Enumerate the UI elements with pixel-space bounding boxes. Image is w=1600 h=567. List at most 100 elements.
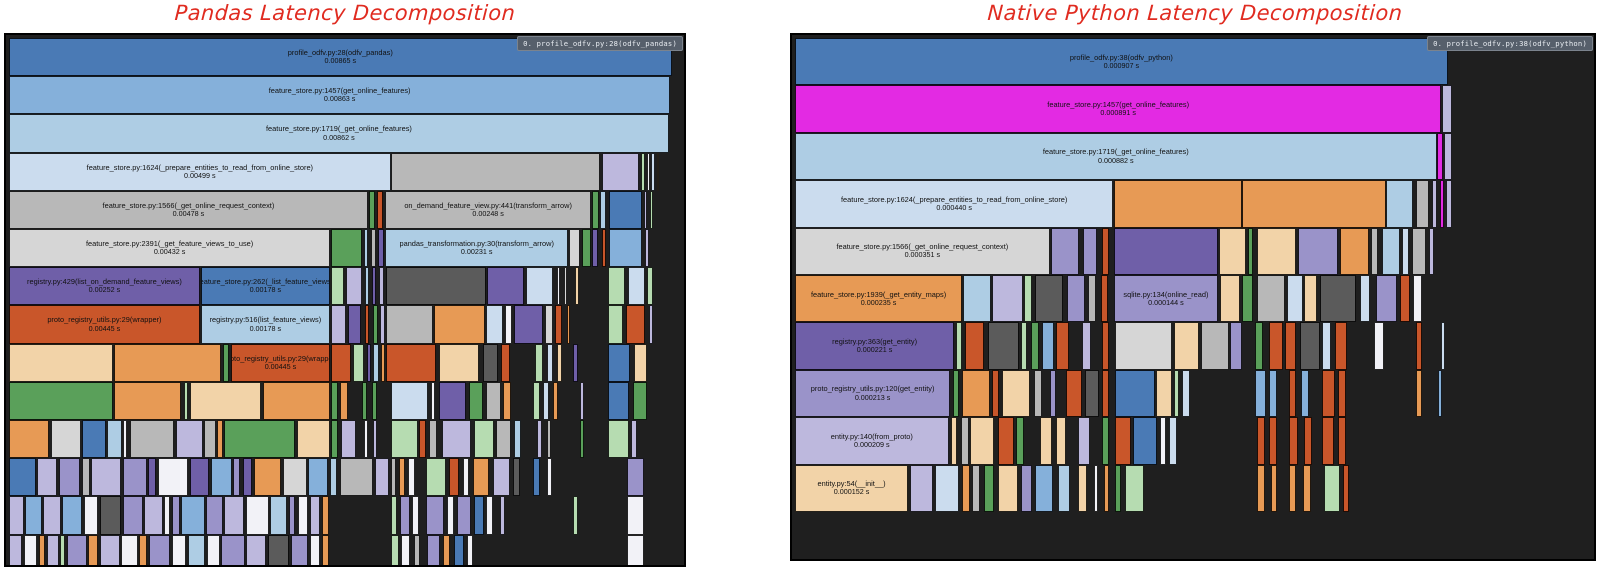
flamegraph-frame[interactable] bbox=[123, 458, 147, 497]
flamegraph-frame[interactable] bbox=[439, 343, 480, 382]
flamegraph-frame[interactable] bbox=[371, 381, 378, 420]
flamegraph-frame[interactable] bbox=[962, 275, 991, 323]
flamegraph-frame[interactable] bbox=[487, 267, 524, 306]
flamegraph-frame[interactable] bbox=[644, 190, 648, 229]
flamegraph-frame[interactable] bbox=[107, 420, 122, 459]
flamegraph-frame[interactable] bbox=[1049, 369, 1057, 418]
flamegraph-frame[interactable] bbox=[992, 275, 1023, 323]
flamegraph-frame[interactable] bbox=[601, 152, 640, 191]
flamegraph-frame[interactable] bbox=[1268, 322, 1283, 370]
flamegraph-panel-pandas[interactable]: profile_odfv.py:28(odfv_pandas)0.00865 s… bbox=[4, 33, 686, 567]
flamegraph-frame[interactable] bbox=[1050, 227, 1080, 275]
flamegraph-frame[interactable] bbox=[1093, 464, 1099, 512]
flamegraph-frame[interactable] bbox=[500, 343, 511, 382]
flamegraph-frame[interactable] bbox=[504, 305, 512, 344]
flamegraph-frame[interactable] bbox=[1360, 275, 1370, 323]
flamegraph-frame[interactable] bbox=[113, 381, 182, 420]
flamegraph-frame[interactable] bbox=[81, 458, 90, 497]
flamegraph-frame[interactable] bbox=[564, 267, 568, 306]
flamegraph-frame[interactable] bbox=[58, 458, 81, 497]
flamegraph-frame[interactable] bbox=[1374, 322, 1385, 370]
flamegraph-frame[interactable] bbox=[608, 267, 626, 306]
flamegraph-frame[interactable] bbox=[1256, 275, 1285, 323]
flamegraph-frame[interactable] bbox=[368, 190, 376, 229]
flamegraph-frame[interactable] bbox=[217, 420, 223, 459]
flamegraph-frame[interactable] bbox=[627, 534, 645, 565]
flamegraph-frame[interactable] bbox=[429, 420, 438, 459]
flamegraph-frame[interactable] bbox=[627, 496, 645, 535]
flamegraph-frame[interactable] bbox=[971, 464, 980, 512]
flamegraph-frame[interactable] bbox=[1288, 417, 1299, 465]
flamegraph-frame[interactable] bbox=[627, 458, 645, 497]
flamegraph-frame[interactable] bbox=[38, 534, 46, 565]
flamegraph-frame[interactable] bbox=[472, 458, 490, 497]
flamegraph-frame[interactable] bbox=[330, 343, 352, 382]
flamegraph-frame[interactable] bbox=[418, 420, 426, 459]
flamegraph-frame[interactable] bbox=[1439, 180, 1444, 228]
flamegraph-frame[interactable] bbox=[254, 458, 282, 497]
flamegraph-frame[interactable] bbox=[171, 496, 180, 535]
flamegraph-frame[interactable] bbox=[363, 420, 368, 459]
flamegraph-frame[interactable] bbox=[1386, 180, 1414, 228]
flamegraph-frame-labeled[interactable]: feature_store.py:1719(_get_online_featur… bbox=[9, 114, 669, 153]
flamegraph-frame[interactable] bbox=[502, 381, 511, 420]
flamegraph-frame[interactable] bbox=[390, 534, 399, 565]
flamegraph-frame[interactable] bbox=[1443, 132, 1452, 181]
flamegraph-frame[interactable] bbox=[187, 534, 206, 565]
flamegraph-frame[interactable] bbox=[1035, 464, 1053, 512]
flamegraph-frame[interactable] bbox=[609, 190, 643, 229]
flamegraph-frame[interactable] bbox=[242, 458, 252, 497]
flamegraph-frame[interactable] bbox=[608, 305, 624, 344]
flamegraph-frame[interactable] bbox=[339, 381, 349, 420]
flamegraph-frame[interactable] bbox=[1304, 275, 1318, 323]
flamegraph-frame[interactable] bbox=[434, 305, 485, 344]
flamegraph-frame[interactable] bbox=[640, 152, 646, 191]
flamegraph-frame[interactable] bbox=[580, 420, 585, 459]
flamegraph-frame[interactable] bbox=[514, 305, 543, 344]
flamegraph-frame[interactable] bbox=[365, 267, 369, 306]
flamegraph-frame[interactable] bbox=[1321, 417, 1334, 465]
flamegraph-frame[interactable] bbox=[1084, 369, 1100, 418]
flamegraph-frame[interactable] bbox=[385, 343, 436, 382]
flamegraph-frame[interactable] bbox=[984, 464, 994, 512]
flamegraph-frame[interactable] bbox=[608, 420, 629, 459]
flamegraph-frame[interactable] bbox=[1411, 227, 1427, 275]
flamegraph-frame[interactable] bbox=[1173, 322, 1200, 370]
flamegraph-frame[interactable] bbox=[183, 381, 189, 420]
flamegraph-frame[interactable] bbox=[1100, 275, 1108, 323]
flamegraph-frame[interactable] bbox=[66, 534, 87, 565]
flamegraph-frame[interactable] bbox=[467, 534, 473, 565]
flamegraph-frame[interactable] bbox=[401, 534, 410, 565]
flamegraph-frame[interactable] bbox=[1056, 322, 1069, 370]
flamegraph-frame[interactable] bbox=[330, 305, 346, 344]
flamegraph-frame[interactable] bbox=[144, 496, 163, 535]
flamegraph-frame[interactable] bbox=[361, 381, 368, 420]
flamegraph-frame[interactable] bbox=[339, 458, 374, 497]
flamegraph-frame[interactable] bbox=[449, 458, 460, 497]
flamegraph-frame[interactable] bbox=[573, 496, 578, 535]
flamegraph-frame[interactable] bbox=[648, 305, 653, 344]
flamegraph-frame[interactable] bbox=[1220, 275, 1240, 323]
flamegraph-frame[interactable] bbox=[492, 458, 510, 497]
flamegraph-frame[interactable] bbox=[390, 458, 397, 497]
flamegraph-frame[interactable] bbox=[997, 464, 1018, 512]
flamegraph-frame[interactable] bbox=[486, 305, 503, 344]
flamegraph-frame[interactable] bbox=[222, 343, 230, 382]
flamegraph-frame[interactable] bbox=[390, 381, 429, 420]
flamegraph-canvas-native-python[interactable]: profile_odfv.py:38(odfv_python)0.000907 … bbox=[795, 38, 1591, 556]
flamegraph-frame[interactable] bbox=[574, 267, 579, 306]
flamegraph-frame[interactable] bbox=[1169, 417, 1178, 465]
flamegraph-frame[interactable] bbox=[592, 190, 599, 229]
flamegraph-frame[interactable] bbox=[310, 534, 321, 565]
flamegraph-frame[interactable] bbox=[1247, 227, 1254, 275]
flamegraph-frame[interactable] bbox=[962, 369, 991, 418]
flamegraph-frame[interactable] bbox=[987, 322, 1020, 370]
flamegraph-frame[interactable] bbox=[1301, 369, 1310, 418]
flamegraph-frame[interactable] bbox=[1083, 227, 1098, 275]
flamegraph-frame[interactable] bbox=[533, 458, 540, 497]
flamegraph-frame[interactable] bbox=[1415, 369, 1423, 418]
flamegraph-frame[interactable] bbox=[447, 496, 454, 535]
flamegraph-frame[interactable] bbox=[1399, 275, 1410, 323]
flamegraph-frame[interactable] bbox=[1442, 85, 1452, 133]
flamegraph-frame[interactable] bbox=[1219, 227, 1246, 275]
